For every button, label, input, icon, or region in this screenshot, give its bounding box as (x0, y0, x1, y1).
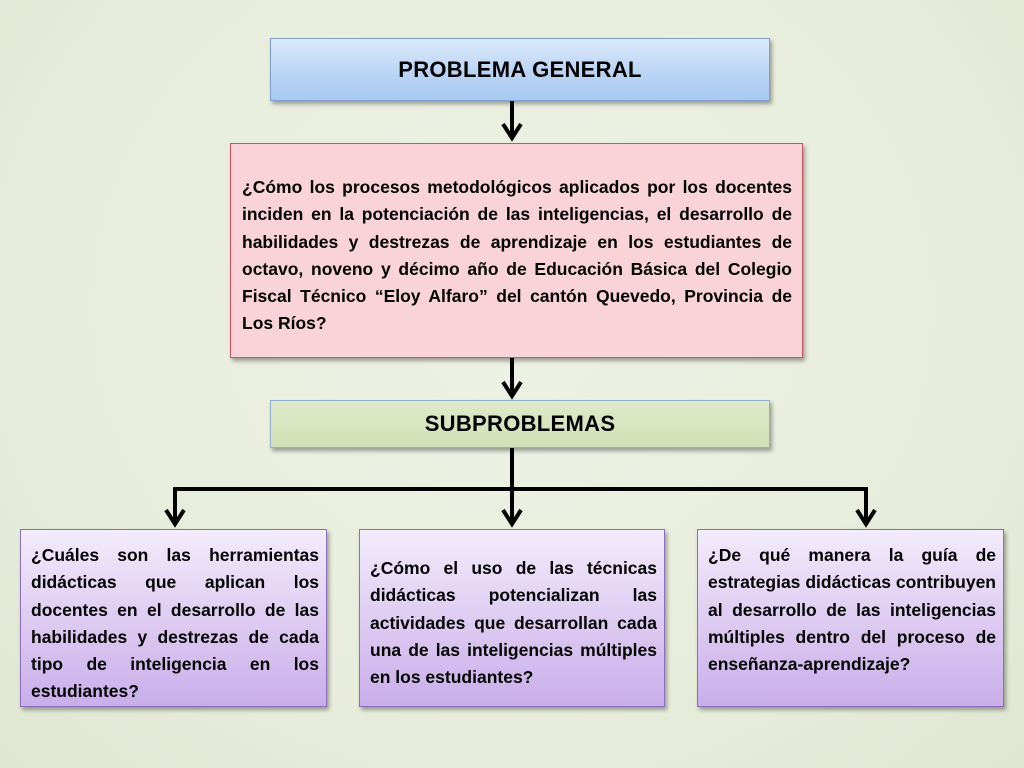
arrowhead-question-to-sub (501, 380, 523, 400)
subproblems-box: SUBPROBLEMAS (270, 400, 770, 448)
subproblem-box-1: ¿Cuáles son las herramientas didácticas … (20, 529, 327, 707)
subproblems-title: SUBPROBLEMAS (424, 411, 616, 436)
general-question-box: ¿Cómo los procesos metodológicos aplicad… (230, 143, 803, 358)
subproblem-text-2: ¿Cómo el uso de las técnicas didácticas … (370, 558, 657, 688)
general-question-text: ¿Cómo los procesos metodológicos aplicad… (242, 177, 792, 334)
subproblem-text-3: ¿De qué manera la guía de estrategias di… (708, 545, 996, 675)
arrowhead-left (164, 508, 186, 528)
general-problem-box: PROBLEMA GENERAL (270, 38, 770, 101)
general-problem-title: PROBLEMA GENERAL (398, 56, 642, 82)
arrowhead-right (855, 508, 877, 528)
arrowhead-general-to-question (501, 122, 523, 142)
arrowhead-center (501, 508, 523, 528)
subproblem-box-2: ¿Cómo el uso de las técnicas didácticas … (359, 529, 665, 707)
subproblem-box-3: ¿De qué manera la guía de estrategias di… (697, 529, 1004, 707)
subproblem-text-1: ¿Cuáles son las herramientas didácticas … (31, 545, 319, 702)
